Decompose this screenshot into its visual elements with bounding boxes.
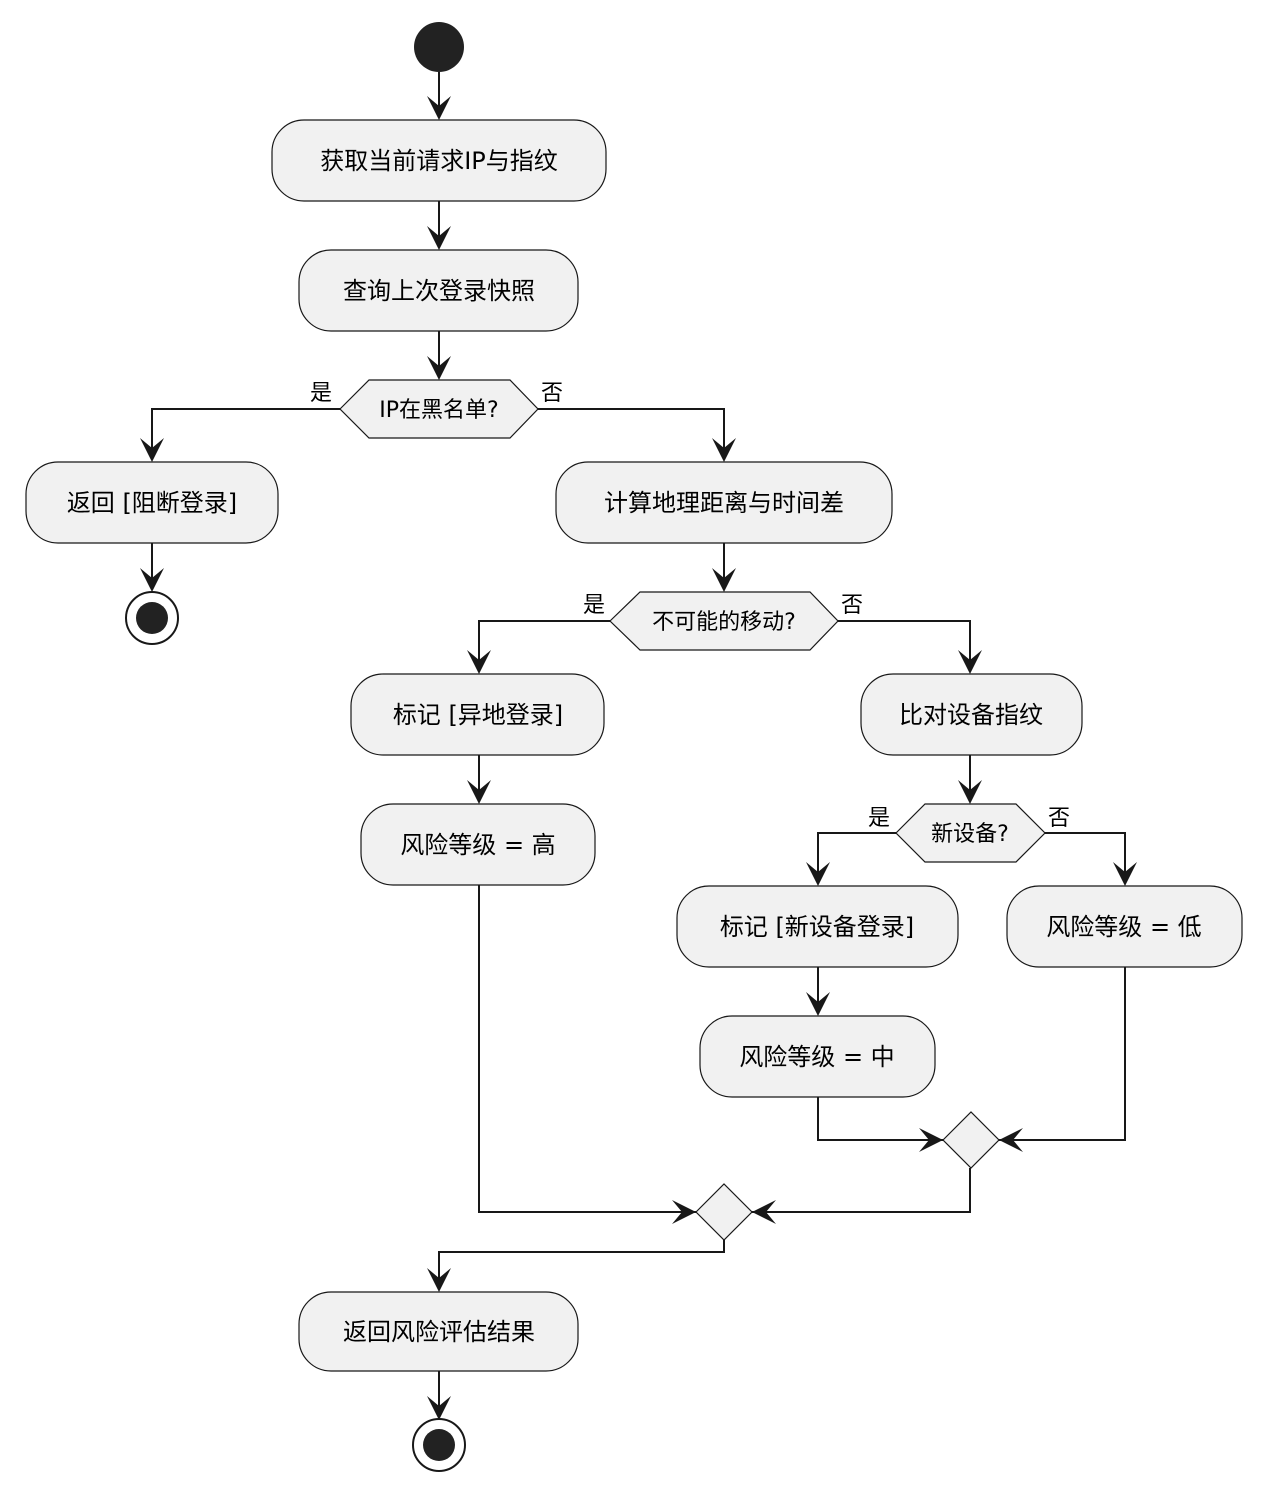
action-mark-remote-label: 标记 [异地登录] — [393, 701, 563, 729]
action-return-result: 返回风险评估结果 — [298, 1291, 579, 1372]
edge-decision1-no — [538, 408, 725, 460]
branch-label-no: 否 — [541, 381, 563, 406]
action-risk-mid-label: 风险等级 = 中 — [739, 1043, 894, 1071]
edge-decision3-yes — [817, 832, 896, 884]
action-compare-fp: 比对设备指纹 — [860, 673, 1083, 756]
action-risk-low-label: 风险等级 = 低 — [1046, 913, 1201, 941]
action-query-snapshot-label: 查询上次登录快照 — [343, 277, 535, 305]
decision-impossible-travel: 不可能的移动? — [609, 591, 839, 651]
action-block-login-label: 返回 [阻断登录] — [67, 489, 237, 517]
decision-impossible-travel-label: 不可能的移动? — [652, 610, 796, 635]
edge-low-to-merge1 — [999, 967, 1126, 1141]
merge-node-device — [942, 1111, 1000, 1169]
edge-mid-to-merge1 — [817, 1097, 943, 1141]
action-risk-mid: 风险等级 = 中 — [699, 1015, 936, 1098]
action-calc-distance-label: 计算地理距离与时间差 — [604, 489, 844, 517]
action-get-ip: 获取当前请求IP与指纹 — [271, 119, 607, 202]
action-mark-remote: 标记 [异地登录] — [350, 673, 605, 756]
branch-label-yes: 是 — [868, 806, 890, 831]
action-risk-high-label: 风险等级 = 高 — [400, 831, 555, 859]
action-query-snapshot: 查询上次登录快照 — [298, 249, 579, 332]
decision-ip-blacklist-label: IP在黑名单? — [379, 398, 498, 423]
action-block-login: 返回 [阻断登录] — [25, 461, 279, 544]
edge-decision3-no — [1045, 832, 1126, 884]
edge-merge2-to-result — [438, 1240, 725, 1290]
action-mark-new-device-label: 标记 [新设备登录] — [720, 913, 914, 941]
action-calc-distance: 计算地理距离与时间差 — [555, 461, 893, 544]
decision-new-device: 新设备? — [895, 803, 1046, 863]
action-risk-low: 风险等级 = 低 — [1006, 885, 1243, 968]
action-return-result-label: 返回风险评估结果 — [343, 1318, 535, 1346]
decision-new-device-label: 新设备? — [931, 822, 1009, 847]
arrowheads — [140, 96, 1137, 1420]
branch-label-yes: 是 — [583, 593, 605, 618]
action-risk-high: 风险等级 = 高 — [360, 803, 596, 886]
action-mark-new-device: 标记 [新设备登录] — [676, 885, 959, 968]
start-node — [414, 22, 464, 72]
merge-node-travel — [695, 1183, 753, 1241]
branch-label-no: 否 — [841, 593, 863, 618]
branch-label-yes: 是 — [310, 381, 332, 406]
decision-ip-blacklist: IP在黑名单? — [339, 379, 539, 439]
edge-merge1-to-merge2 — [752, 1168, 971, 1213]
end-node-final — [412, 1418, 466, 1472]
edge-decision1-yes — [151, 408, 340, 460]
branch-label-no: 否 — [1048, 806, 1070, 831]
edge-decision2-no — [838, 620, 971, 672]
edge-high-to-merge2 — [478, 885, 696, 1213]
action-get-ip-label: 获取当前请求IP与指纹 — [320, 147, 558, 175]
end-node-blocked — [125, 591, 179, 645]
edge-decision2-yes — [478, 620, 610, 672]
action-compare-fp-label: 比对设备指纹 — [899, 701, 1043, 729]
